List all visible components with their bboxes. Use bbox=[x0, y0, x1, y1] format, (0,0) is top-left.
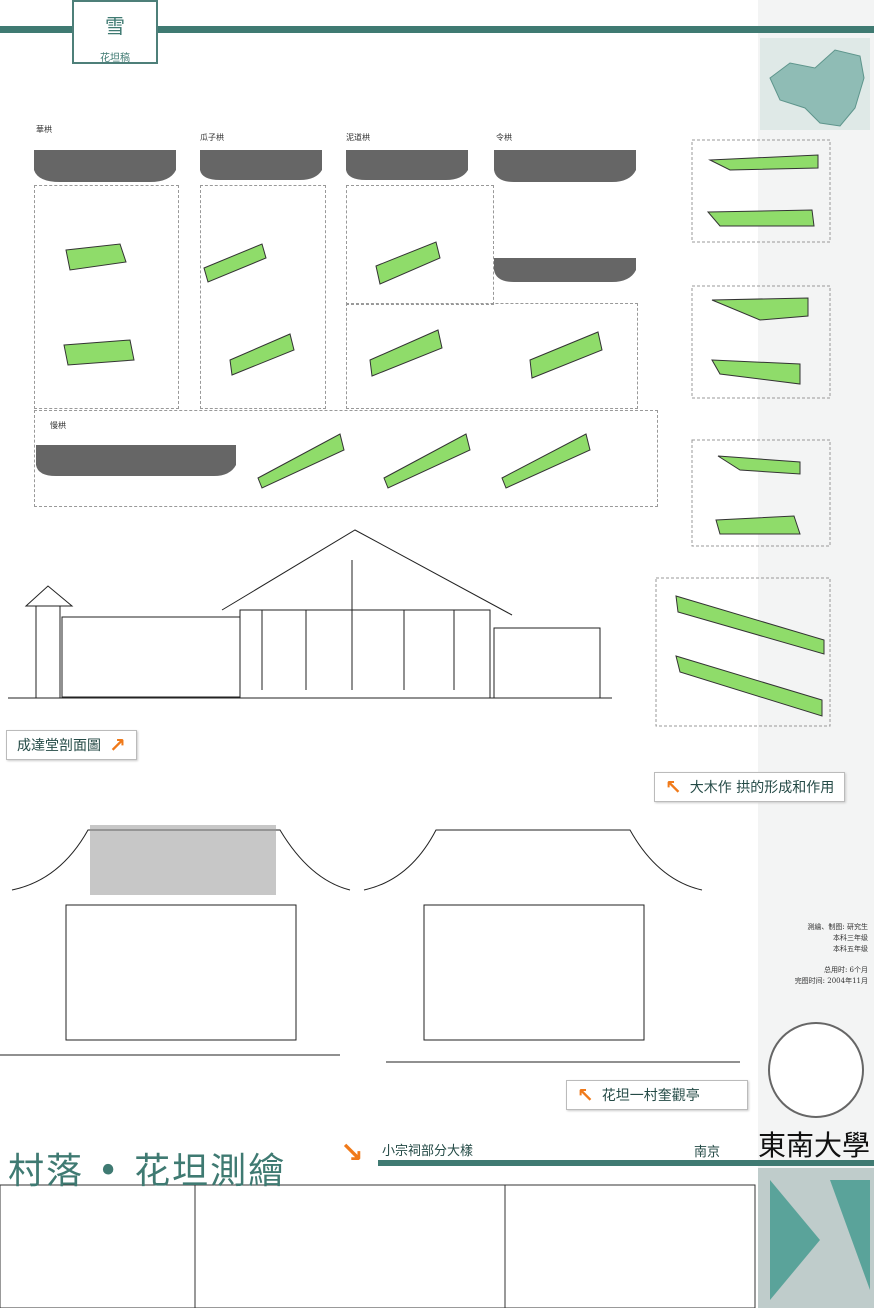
section-drawing bbox=[8, 529, 612, 699]
label-linggong: 令栱 bbox=[496, 133, 512, 142]
bottom-right-graphic bbox=[758, 1168, 874, 1308]
label-nidaogong: 泥道栱 bbox=[346, 133, 370, 142]
label-huagong: 華栱 bbox=[36, 125, 52, 134]
caption-section: 成達堂剖面圖 ↗ bbox=[6, 730, 137, 760]
bracket-3d-models bbox=[63, 154, 825, 717]
seal-logo: 雪 花坦稿 bbox=[72, 0, 158, 64]
caption-pavilion: ↖ 花坦一村奎觀亭 bbox=[566, 1080, 748, 1110]
roof-tiles bbox=[90, 825, 276, 895]
frame-4 bbox=[346, 303, 638, 409]
caption-detail: 小宗祠部分大樣 bbox=[382, 1144, 474, 1159]
poster-title: 村落 • 花坦測繪 bbox=[8, 1151, 287, 1192]
info-line: 本科三年级 bbox=[833, 934, 868, 942]
caption-pavilion-text: 花坦一村奎觀亭 bbox=[601, 1088, 700, 1104]
info-line: 总用时: 6个月 bbox=[823, 966, 868, 974]
china-map bbox=[760, 38, 870, 130]
bottom-bar bbox=[378, 1160, 874, 1166]
frame-5 bbox=[34, 410, 658, 507]
university-emblem bbox=[768, 1022, 864, 1118]
project-info: 測繪、制图: 研究生 本科三年级 本科五年级 总用时: 6个月 完图时间: 20… bbox=[764, 922, 868, 987]
info-line: 本科五年级 bbox=[833, 945, 868, 953]
info-line: 完图时间: 2004年11月 bbox=[794, 977, 868, 985]
label-guazigong: 瓜子栱 bbox=[200, 133, 224, 142]
seal-top-text: 雪 bbox=[105, 14, 125, 38]
bracket-sections bbox=[34, 150, 636, 476]
university-name: 東南大學 bbox=[758, 1129, 871, 1162]
caption-section-text: 成達堂剖面圖 bbox=[17, 738, 101, 754]
caption-bracket: ↖ 大木作 拱的形成和作用 bbox=[654, 772, 846, 802]
caption-bracket-text: 大木作 拱的形成和作用 bbox=[689, 780, 835, 796]
right-frames bbox=[655, 139, 831, 727]
label-mangong: 慢栱 bbox=[50, 421, 66, 430]
frame-2 bbox=[200, 185, 326, 409]
seal-bottom-text: 花坦稿 bbox=[100, 53, 130, 64]
city-label: 南京 bbox=[694, 1145, 721, 1160]
info-line: 測繪、制图: 研究生 bbox=[807, 923, 868, 931]
pavilion-elevations bbox=[0, 829, 740, 1063]
top-bar bbox=[0, 26, 874, 33]
frame-3 bbox=[346, 185, 494, 305]
map-icon bbox=[769, 49, 865, 127]
arrow-down-right-icon: ↘ bbox=[340, 1136, 364, 1169]
frame-1 bbox=[34, 185, 179, 409]
detail-drawings bbox=[0, 1184, 756, 1308]
arrow-up-right-icon: ↗ bbox=[109, 733, 126, 757]
arrow-up-left-icon: ↖ bbox=[665, 775, 682, 799]
arrow-up-left-icon: ↖ bbox=[577, 1083, 594, 1107]
